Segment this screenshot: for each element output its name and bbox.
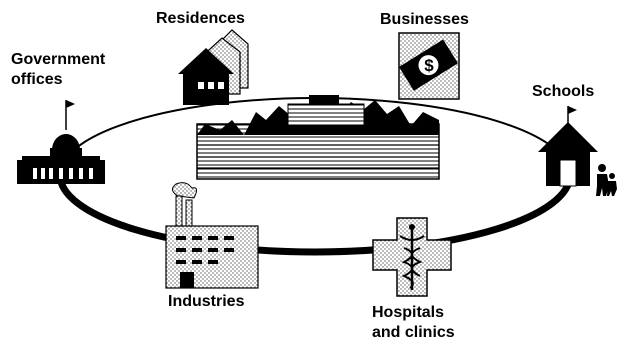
- residences-label: Residences: [156, 10, 245, 27]
- residences-icon: [178, 29, 249, 105]
- schools-label: Schools: [532, 83, 595, 100]
- government-offices-label: Government offices: [11, 51, 106, 88]
- businesses-icon: $: [398, 32, 460, 100]
- caduceus-icon: [399, 224, 425, 290]
- city-skyline: [196, 95, 440, 180]
- dollar-sign: $: [424, 56, 434, 75]
- government-offices-icon: [17, 100, 105, 184]
- schools-icon: [538, 106, 617, 196]
- hospitals-icon: [372, 217, 452, 297]
- industries-label: Industries: [168, 293, 245, 310]
- industries-icon: [165, 182, 259, 289]
- hospitals-label: Hospitals and clinics: [372, 304, 455, 341]
- businesses-label: Businesses: [380, 11, 469, 28]
